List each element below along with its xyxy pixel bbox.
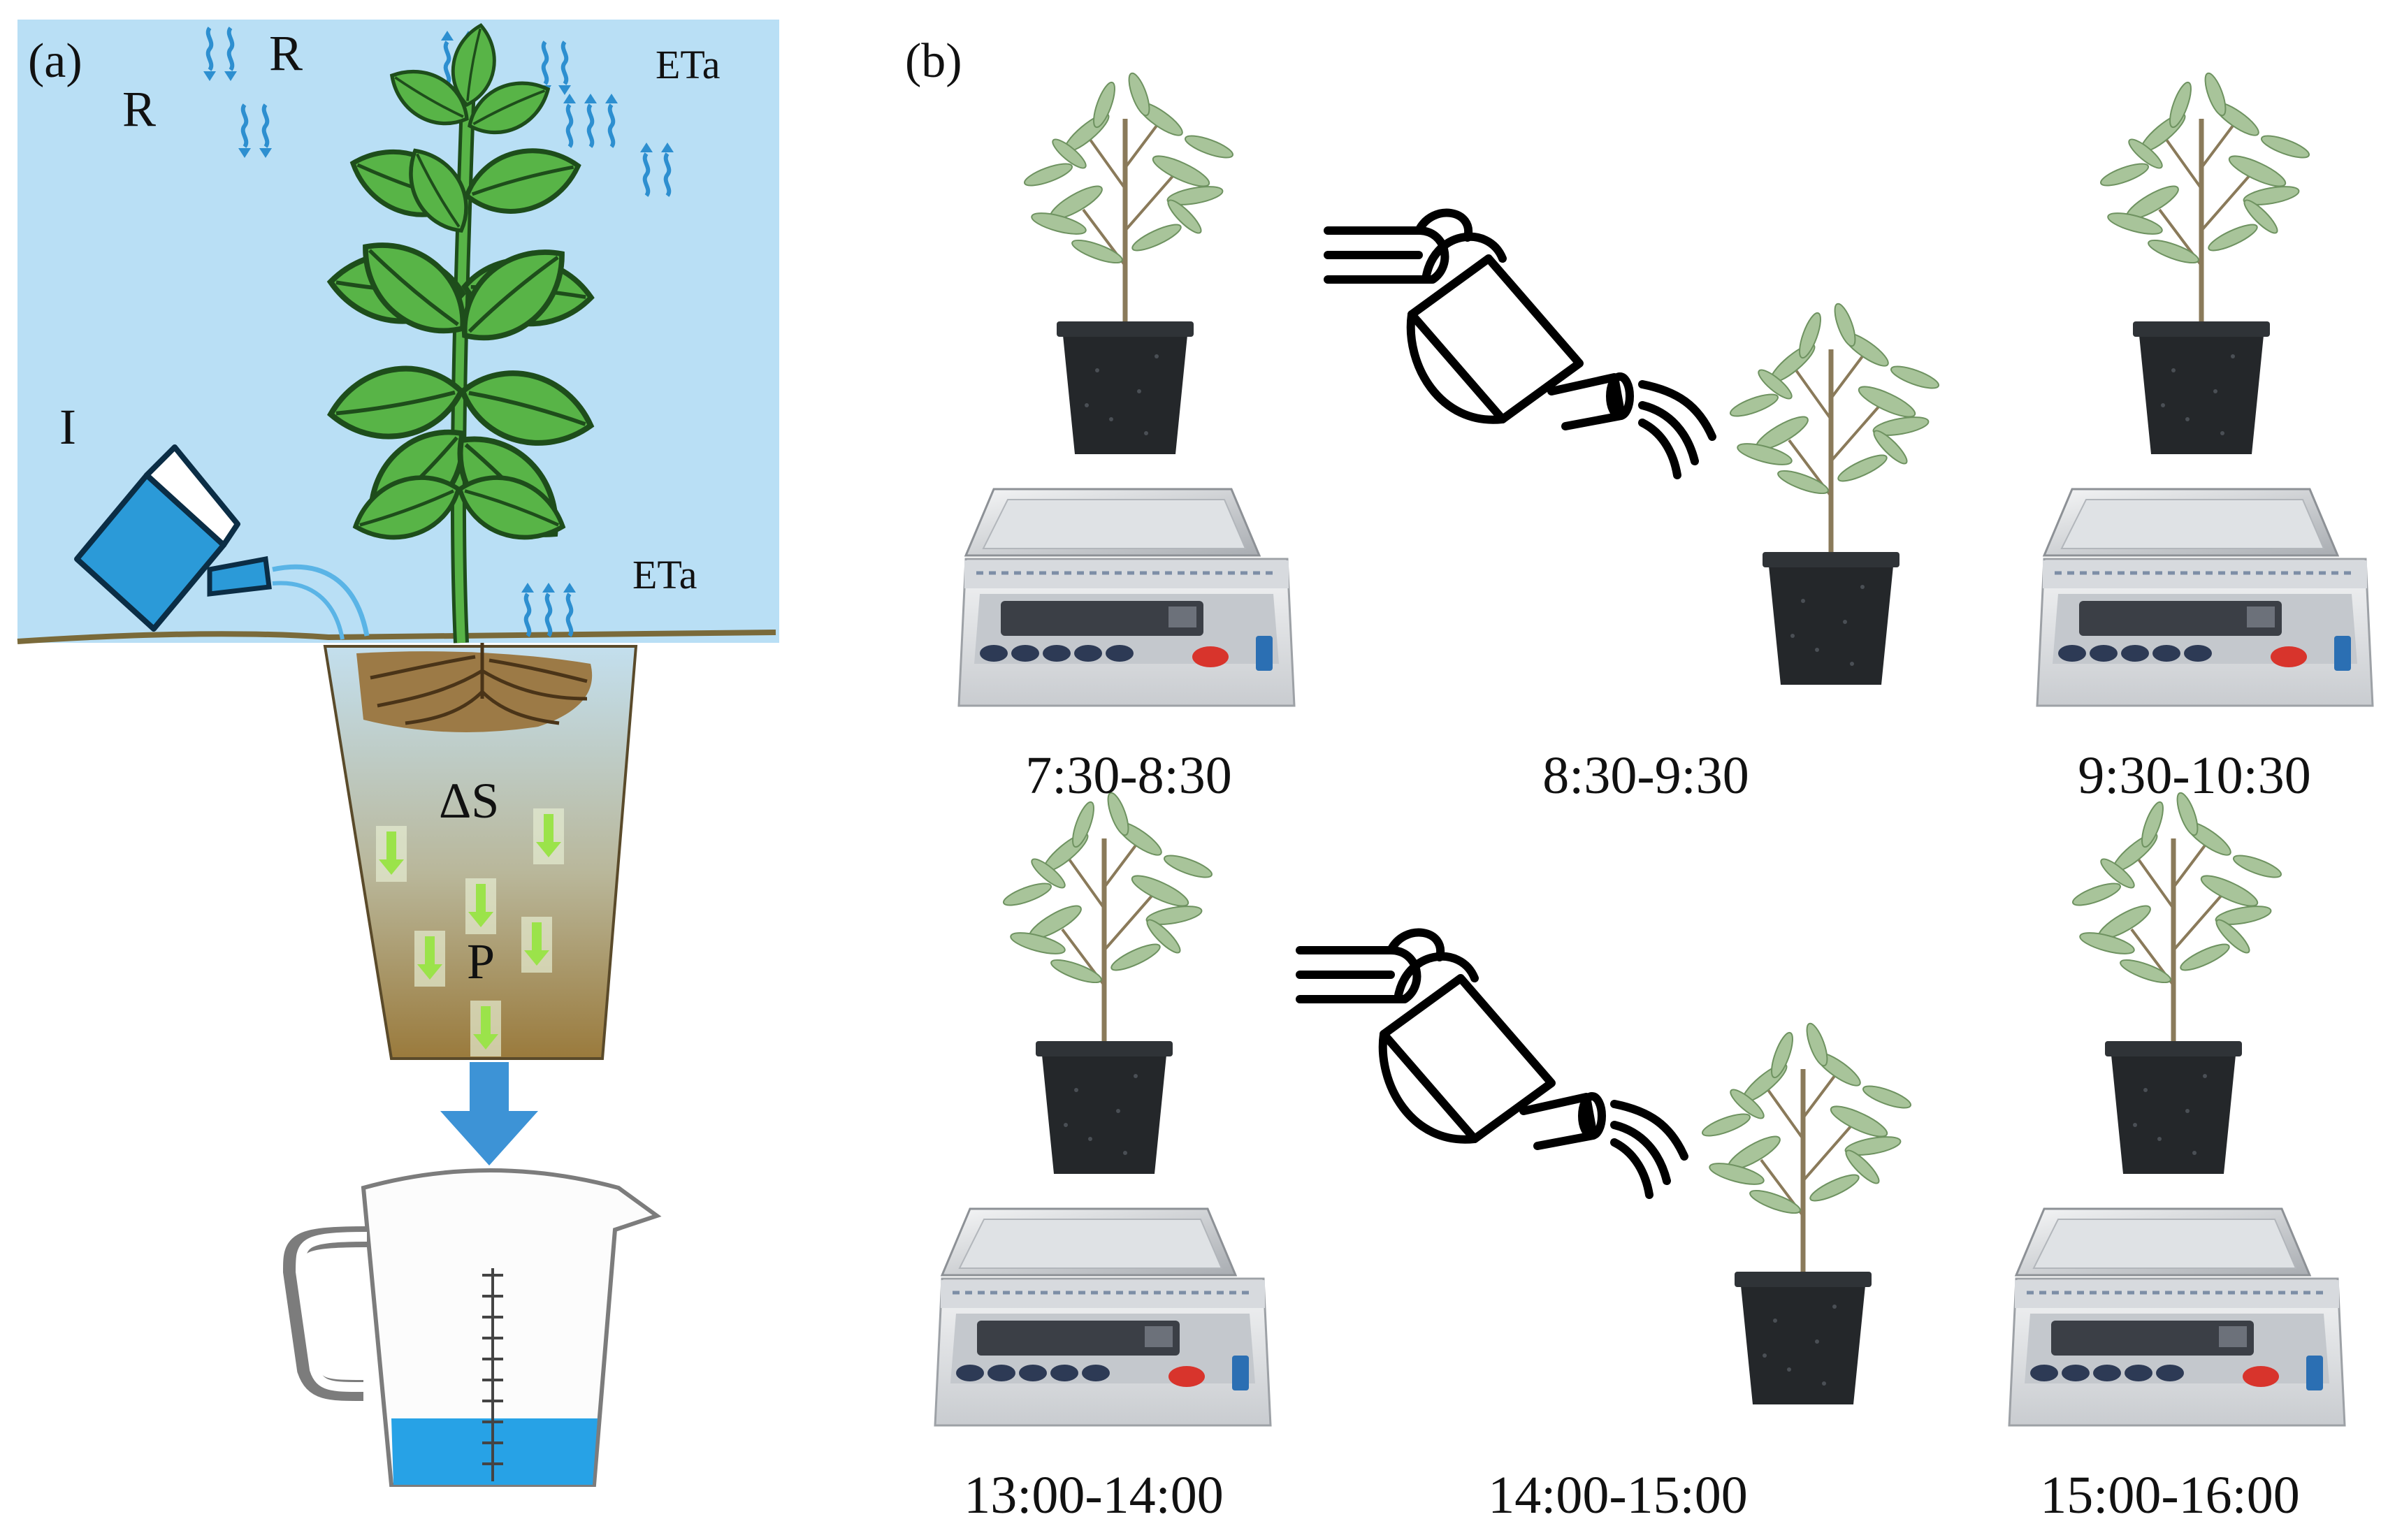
drainage-arrow bbox=[440, 1062, 538, 1165]
time-label-6: 15:00-16:00 bbox=[2040, 1466, 2300, 1525]
time-label-4: 13:00-14:00 bbox=[964, 1466, 1224, 1525]
label-irrigation: I bbox=[59, 399, 76, 455]
slot-1-weighing bbox=[959, 71, 1294, 706]
label-storage-change: ΔS bbox=[439, 773, 499, 829]
lysimeter-container bbox=[323, 643, 638, 1060]
panel-b-tag: (b) bbox=[905, 34, 962, 88]
slot-3-weighing bbox=[2037, 71, 2373, 706]
plant-illustration bbox=[325, 22, 600, 644]
slot-5-irrigation bbox=[1300, 933, 1913, 1404]
percolation-arrows bbox=[376, 808, 564, 1056]
panel-a: (a) R R ETa ETa I ΔS P bbox=[17, 20, 779, 1487]
slot-2-irrigation bbox=[1328, 213, 1941, 685]
time-label-3: 9:30-10:30 bbox=[2078, 746, 2311, 805]
measuring-jug-icon bbox=[282, 1168, 662, 1487]
time-label-2: 8:30-9:30 bbox=[1542, 746, 1749, 805]
ground-line bbox=[17, 630, 776, 644]
watering-can-icon bbox=[74, 444, 370, 640]
panel-a-tag: (a) bbox=[28, 34, 82, 88]
panel-b: (b) bbox=[905, 34, 2373, 1525]
label-percolation: P bbox=[467, 934, 495, 989]
time-label-1: 7:30-8:30 bbox=[1025, 746, 1232, 805]
label-eta-top: ETa bbox=[656, 42, 721, 87]
slot-6-weighing bbox=[2009, 791, 2345, 1425]
slot-4-weighing bbox=[935, 791, 1271, 1425]
time-label-5: 14:00-15:00 bbox=[1488, 1466, 1748, 1525]
label-rain-top: R bbox=[269, 25, 303, 81]
label-eta-soil: ETa bbox=[632, 552, 697, 597]
label-rain-left: R bbox=[122, 81, 156, 137]
